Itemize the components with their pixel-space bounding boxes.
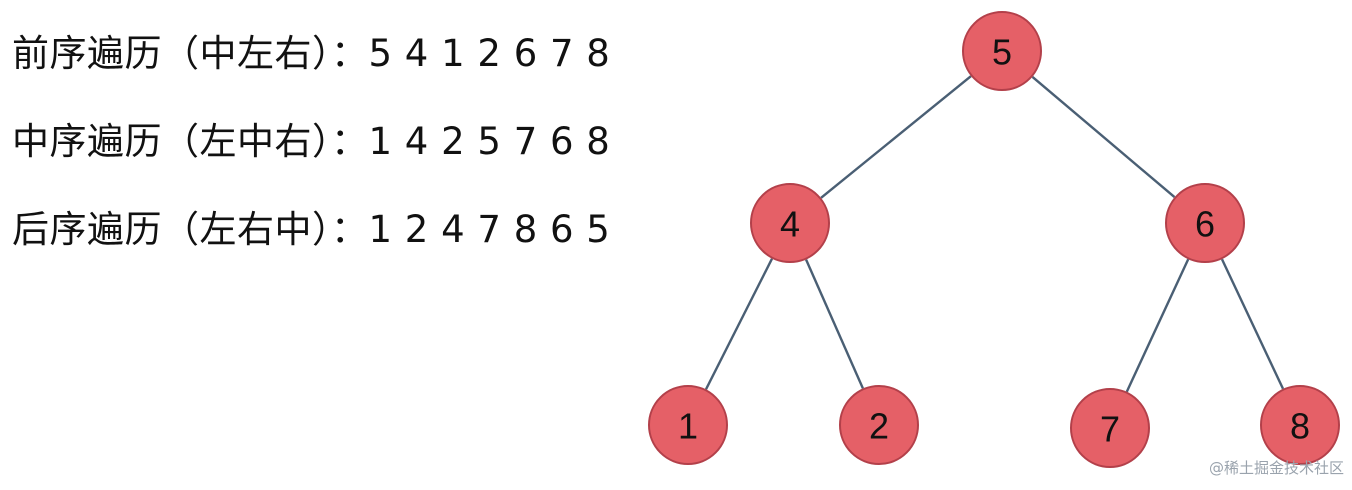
tree-edges: [704, 75, 1285, 393]
tree-edge-4-1: [704, 258, 774, 390]
tree-node-label: 6: [1195, 204, 1215, 245]
tree-edge-5-4: [820, 75, 972, 199]
tree-node-8: 8: [1260, 385, 1340, 465]
traversal-list: 前序遍历（中左右）：5 4 1 2 6 7 8 中序遍历（左中右）：1 4 2 …: [12, 26, 610, 290]
tree-node-5: 5: [962, 11, 1042, 91]
tree-node-7: 7: [1070, 388, 1150, 468]
inorder-line: 中序遍历（左中右）：1 4 2 5 7 6 8: [12, 114, 610, 202]
tree-node-label: 8: [1290, 406, 1310, 447]
preorder-sequence: 5 4 1 2 6 7 8: [368, 32, 611, 75]
tree-node-4: 4: [750, 183, 830, 263]
tree-node-label: 5: [992, 32, 1012, 73]
tree-node-circle: [1165, 183, 1245, 263]
postorder-line: 后序遍历（左右中）：1 2 4 7 8 6 5: [12, 202, 610, 290]
tree-node-circle: [750, 183, 830, 263]
tree-node-circle: [1260, 385, 1340, 465]
tree-edge-4-2: [805, 259, 864, 389]
inorder-sequence: 1 4 2 5 7 6 8: [368, 120, 611, 163]
tree-node-circle: [962, 11, 1042, 91]
tree-node-2: 2: [839, 385, 919, 465]
tree-node-circle: [648, 385, 728, 465]
inorder-label: 中序遍历（左中右）：: [12, 120, 369, 163]
tree-node-label: 1: [678, 406, 698, 447]
tree-edge-6-8: [1220, 258, 1285, 390]
tree-node-circle: [1070, 388, 1150, 468]
watermark: @稀土掘金技术社区: [1208, 459, 1344, 477]
postorder-label: 后序遍历（左右中）：: [12, 208, 369, 251]
tree-node-label: 2: [869, 406, 889, 447]
tree-node-label: 4: [780, 204, 800, 245]
preorder-label: 前序遍历（中左右）：: [12, 32, 369, 75]
tree-node-6: 6: [1165, 183, 1245, 263]
tree-nodes: 5 4 6 1 2 7 8: [648, 11, 1340, 468]
tree-edge-5-6: [1031, 75, 1176, 199]
postorder-sequence: 1 2 4 7 8 6 5: [368, 208, 611, 251]
tree-node-circle: [839, 385, 919, 465]
tree-edge-6-7: [1125, 258, 1190, 393]
tree-node-label: 7: [1100, 409, 1120, 450]
tree-node-1: 1: [648, 385, 728, 465]
preorder-line: 前序遍历（中左右）：5 4 1 2 6 7 8: [12, 26, 610, 114]
